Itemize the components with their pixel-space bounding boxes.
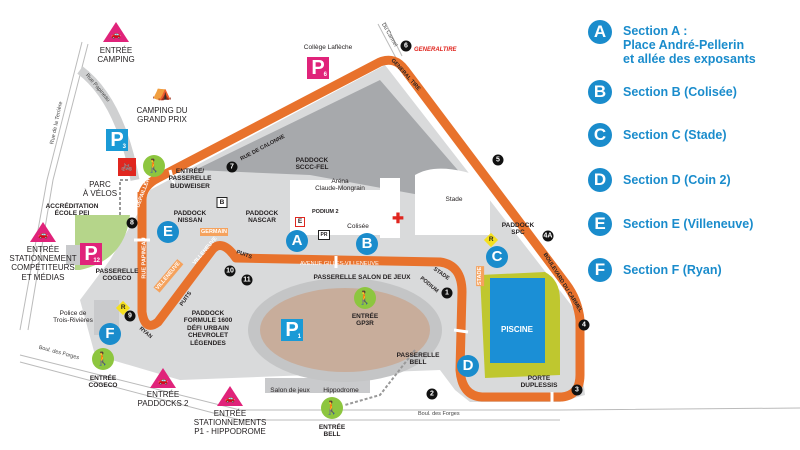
- legend-b-label: Section B (Colisée): [623, 85, 737, 99]
- tent-icon: ⛺: [152, 84, 172, 101]
- emergency-marker-icon: E: [295, 217, 305, 227]
- stade-stand: STADE: [476, 265, 485, 287]
- piscine-label: PISCINE: [500, 325, 534, 334]
- legend-c-label: Section C (Stade): [623, 128, 727, 142]
- legend-section-b: B Section B (Colisée): [588, 80, 737, 104]
- germain-stand: GERMAIN: [200, 228, 228, 236]
- legend-d-label: Section D (Coin 2): [623, 173, 731, 187]
- first-aid-icon: ✚: [392, 210, 404, 226]
- walk-entrance-icon: 🚶: [143, 155, 165, 177]
- walk-entrance-icon: 🚶: [354, 287, 376, 309]
- section-b-marker[interactable]: B: [356, 233, 378, 255]
- corner-8: 8: [126, 217, 138, 229]
- section-b-icon: B: [588, 80, 612, 104]
- merch-b-icon: B: [216, 197, 228, 208]
- legend-a-line3: et allée des exposants: [623, 52, 756, 66]
- walk-entrance-icon: 🚶: [92, 348, 114, 370]
- legend-a-line1: Section A :: [623, 24, 688, 38]
- legend-e-label: Section E (Villeneuve): [623, 217, 754, 231]
- track-rue-papineau: RUE PAPINEAU: [141, 237, 148, 279]
- corner-6: 6: [400, 40, 412, 52]
- passerelles-marks: [134, 169, 554, 404]
- bike-icon: 🚲: [118, 158, 136, 176]
- legend-section-f: F Section F (Ryan): [588, 258, 722, 282]
- general-tire-logo: GENERALTIRE: [414, 47, 457, 53]
- parking-lot: [195, 80, 475, 195]
- corner-10: 10: [224, 265, 236, 277]
- road-boul-des-forges-east: Boul. des Forges: [418, 411, 460, 417]
- section-c-marker[interactable]: C: [486, 246, 508, 268]
- corner-4a: 4A: [542, 230, 554, 242]
- streets: [19, 21, 800, 421]
- corner-1: 1: [441, 287, 453, 299]
- car-entrance-icon: 🚗: [150, 368, 176, 388]
- race-track: [137, 55, 585, 402]
- hippodrome-infield: [260, 288, 430, 372]
- piscine-pool: [490, 278, 545, 363]
- college-label: Collège Laflèche: [303, 44, 353, 51]
- car-entrance-icon: 🚗: [103, 22, 129, 42]
- salon-label: Salon de jeux: [270, 387, 310, 394]
- legend-section-e: E Section E (Villeneuve): [588, 212, 753, 236]
- section-e-marker[interactable]: E: [157, 221, 179, 243]
- stade-label: Stade: [445, 196, 463, 203]
- corner-2: 2: [426, 388, 438, 400]
- track-avenue-gilles-villeneuve: AVENUE GILLES-VILLENEUVE: [300, 261, 379, 267]
- legend-a-line2: Place André-Pellerin: [623, 38, 745, 52]
- hippodrome-label: Hippodrome: [323, 387, 359, 394]
- walk-path: [119, 179, 416, 406]
- walk-entrance-icon: 🚶: [321, 397, 343, 419]
- corner-9: 9: [124, 310, 136, 322]
- section-a-marker[interactable]: A: [286, 230, 308, 252]
- section-c-icon: C: [588, 123, 612, 147]
- car-entrance-icon: 🚗: [30, 222, 56, 242]
- podium2-label: PODIUM 2: [312, 209, 339, 215]
- passerelle-salon-label: PASSERELLE SALON DE JEUX: [313, 274, 411, 281]
- section-d-icon: D: [588, 168, 612, 192]
- colisee-label: Colisée: [347, 223, 369, 230]
- section-f-marker[interactable]: F: [99, 323, 121, 345]
- corner-7: 7: [226, 161, 238, 173]
- corner-4: 4: [578, 319, 590, 331]
- car-entrance-icon: 🚗: [217, 386, 243, 406]
- legend-section-c: C Section C (Stade): [588, 123, 727, 147]
- section-a-icon: A: [588, 20, 612, 44]
- pr-marker-icon: PR: [318, 230, 330, 240]
- corner-3: 3: [571, 384, 583, 396]
- legend-section-d: D Section D (Coin 2): [588, 168, 731, 192]
- corner-5: 5: [492, 154, 504, 166]
- section-d-marker[interactable]: D: [457, 355, 479, 377]
- legend-f-label: Section F (Ryan): [623, 263, 722, 277]
- corner-11: 11: [241, 274, 253, 286]
- section-f-icon: F: [588, 258, 612, 282]
- buildings: [290, 168, 490, 238]
- section-e-icon: E: [588, 212, 612, 236]
